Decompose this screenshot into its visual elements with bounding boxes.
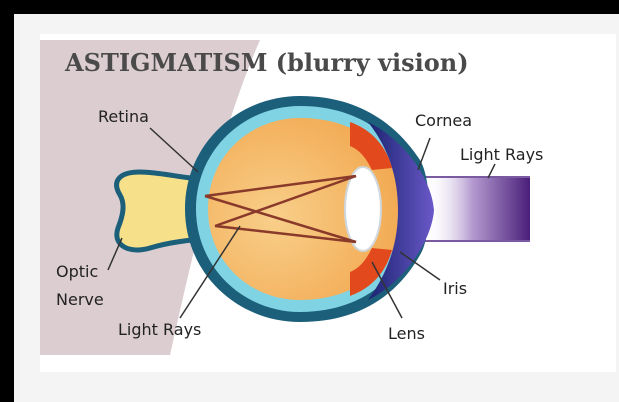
lens — [345, 167, 381, 251]
pointer-cornea — [418, 138, 430, 170]
diagram-title: ASTIGMATISM (blurry vision) — [64, 48, 469, 77]
light-rays-band — [425, 176, 530, 242]
label-iris: Iris — [443, 279, 467, 298]
label-cornea: Cornea — [415, 111, 472, 130]
label-retina: Retina — [98, 107, 149, 126]
label-optic: Optic — [56, 262, 98, 281]
pointer-light-rays-right — [488, 164, 495, 178]
label-light-rays-right: Light Rays — [460, 145, 543, 164]
label-nerve: Nerve — [56, 290, 104, 309]
label-light-rays-bottom: Light Rays — [118, 320, 201, 339]
label-lens: Lens — [388, 324, 425, 343]
